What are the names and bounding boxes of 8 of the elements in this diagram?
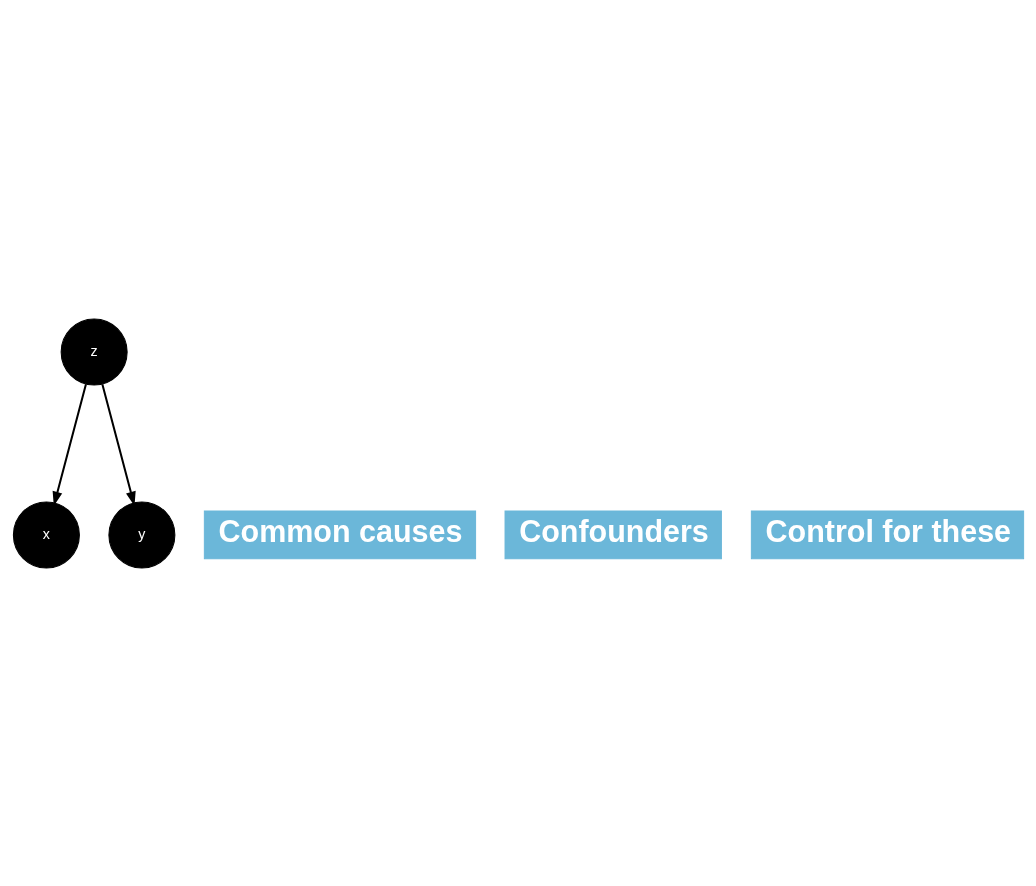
arrow [52,383,87,506]
node-box: Control for these [750,510,1024,559]
arrow [100,383,136,506]
node-circle: y [107,500,175,568]
node-circle: z [60,318,128,386]
node-box: Common causes [203,510,476,559]
node-circle: x [12,500,80,568]
node-box: Confounders [504,510,722,559]
